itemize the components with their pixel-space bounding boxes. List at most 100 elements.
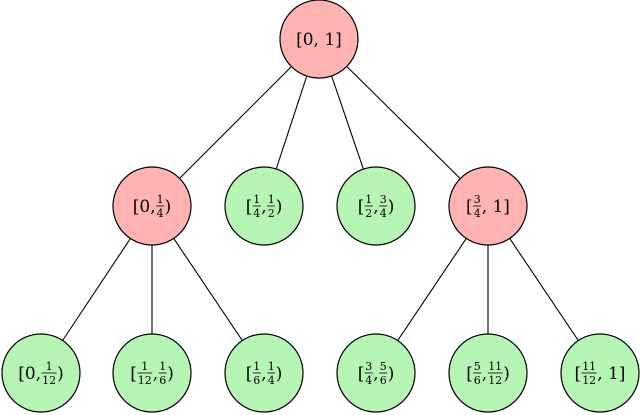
node-n8: [34, 56) — [336, 333, 416, 413]
edge-n0-n4 — [346, 66, 461, 179]
edge-n1-n5 — [62, 238, 131, 341]
leaf-node-circle — [1, 333, 81, 413]
fraction: 14 — [267, 360, 276, 387]
leaf-node-circle — [336, 166, 416, 246]
fraction-numerator: 1 — [157, 193, 164, 206]
fraction-numerator: 1 — [253, 193, 260, 206]
node-label: [14, 12) — [246, 193, 283, 220]
node-n5: [0, 112) — [1, 333, 81, 413]
fraction-denominator: 12 — [488, 374, 502, 387]
fraction-denominator: 4 — [474, 207, 481, 220]
node-n2: [14, 12) — [224, 166, 304, 246]
node-label: [0, 1] — [296, 30, 342, 50]
fraction: 112 — [137, 360, 153, 387]
fraction: 56 — [379, 360, 388, 387]
edge-n1-n7 — [173, 238, 243, 341]
fraction-denominator: 4 — [268, 374, 275, 387]
tree-edges — [62, 66, 579, 341]
node-label: [112, 16) — [130, 360, 174, 387]
node-n7: [16, 14) — [224, 333, 304, 413]
node-n1: [0, 14) — [112, 166, 192, 246]
fraction-numerator: 1 — [141, 360, 148, 373]
expanded-node-circle — [279, 0, 359, 79]
label-text: , — [153, 364, 158, 384]
node-n3: [12, 34) — [336, 166, 416, 246]
leaf-node-circle — [336, 333, 416, 413]
node-label: [0, 14) — [133, 193, 171, 220]
fraction-numerator: 1 — [365, 193, 372, 206]
fraction-denominator: 4 — [157, 207, 164, 220]
label-text: [ — [466, 364, 473, 384]
label-text: , — [261, 364, 266, 384]
label-text: [ — [130, 364, 137, 384]
label-text: [0, — [133, 197, 156, 217]
label-text: ) — [503, 364, 510, 384]
node-n6: [112, 16) — [112, 333, 192, 413]
fraction-denominator: 2 — [268, 207, 275, 220]
fraction-numerator: 11 — [582, 360, 596, 373]
fraction-denominator: 12 — [42, 374, 56, 387]
fraction: 34 — [364, 360, 373, 387]
fraction-numerator: 1 — [268, 193, 275, 206]
fraction-denominator: 4 — [380, 207, 387, 220]
node-label: [34, 56) — [358, 360, 395, 387]
fraction: 16 — [158, 360, 167, 387]
fraction: 34 — [473, 193, 482, 220]
expanded-node-circle — [448, 166, 528, 246]
fraction-denominator: 6 — [159, 374, 166, 387]
leaf-node-circle — [224, 333, 304, 413]
fraction-numerator: 5 — [380, 360, 387, 373]
leaf-node-circle — [224, 166, 304, 246]
edge-n0-n3 — [331, 75, 364, 170]
label-text: , — [373, 197, 378, 217]
label-text: [ — [358, 197, 365, 217]
label-text: , 1] — [597, 364, 625, 384]
fraction-denominator: 2 — [365, 207, 372, 220]
label-text: [ — [466, 197, 473, 217]
fraction: 112 — [41, 360, 57, 387]
fraction-numerator: 3 — [365, 360, 372, 373]
fraction: 12 — [364, 193, 373, 220]
label-text: ) — [167, 364, 174, 384]
expanded-node-circle — [112, 166, 192, 246]
fraction-denominator: 12 — [582, 374, 596, 387]
label-text: ) — [388, 364, 395, 384]
fraction-numerator: 5 — [474, 360, 481, 373]
fraction-denominator: 6 — [474, 374, 481, 387]
fraction: 14 — [252, 193, 261, 220]
fraction-numerator: 1 — [268, 360, 275, 373]
edge-n4-n8 — [397, 238, 467, 341]
label-text: ) — [165, 197, 172, 217]
fraction-denominator: 6 — [380, 374, 387, 387]
edge-n0-n2 — [275, 75, 308, 170]
label-text: [0, 1] — [296, 30, 342, 50]
label-text: , — [373, 364, 378, 384]
label-text: , 1] — [482, 197, 510, 217]
fraction: 34 — [379, 193, 388, 220]
fraction-denominator: 6 — [253, 374, 260, 387]
label-text: [ — [246, 364, 253, 384]
label-text: [ — [246, 197, 253, 217]
fraction-numerator: 1 — [159, 360, 166, 373]
label-text: [ — [575, 364, 582, 384]
label-text: ) — [57, 364, 64, 384]
fraction-numerator: 3 — [380, 193, 387, 206]
fraction: 56 — [473, 360, 482, 387]
node-n4: [34, 1] — [448, 166, 528, 246]
node-label: [34, 1] — [466, 193, 510, 220]
label-text: ) — [276, 197, 283, 217]
label-text: [0, — [18, 364, 41, 384]
fraction-denominator: 4 — [253, 207, 260, 220]
label-text: , — [261, 197, 266, 217]
node-label: [16, 14) — [246, 360, 283, 387]
label-text: , — [482, 364, 487, 384]
node-label: [12, 34) — [358, 193, 395, 220]
edge-n0-n1 — [179, 66, 292, 179]
fraction: 14 — [156, 193, 165, 220]
